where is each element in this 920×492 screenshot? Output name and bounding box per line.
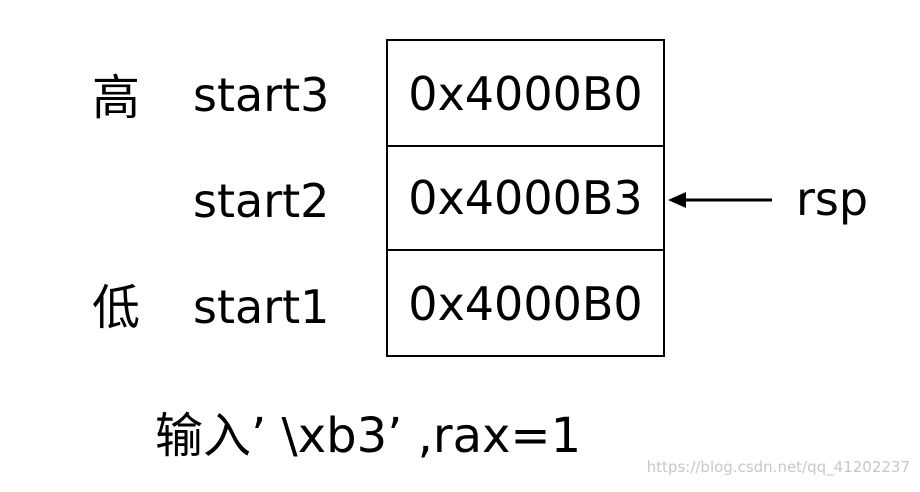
stack-box: 0x4000B0 0x4000B3 0x4000B0 (386, 39, 665, 357)
row-name-start3: start3 (193, 68, 330, 122)
stack-cell-top: 0x4000B0 (408, 67, 643, 121)
watermark: https://blog.csdn.net/qq_41202237 (646, 458, 910, 476)
rsp-label: rsp (796, 172, 869, 226)
high-label: 高 (92, 70, 141, 126)
row-name-start1: start1 (193, 280, 330, 334)
stack-cell-middle: 0x4000B3 (388, 145, 663, 251)
low-label: 低 (92, 280, 141, 336)
row-name-start2: start2 (193, 174, 330, 228)
left-arrow-icon (668, 192, 772, 208)
stack-cell-bottom: 0x4000B0 (408, 277, 643, 331)
caption: 输入’ \xb3’ ,rax=1 (155, 408, 582, 464)
